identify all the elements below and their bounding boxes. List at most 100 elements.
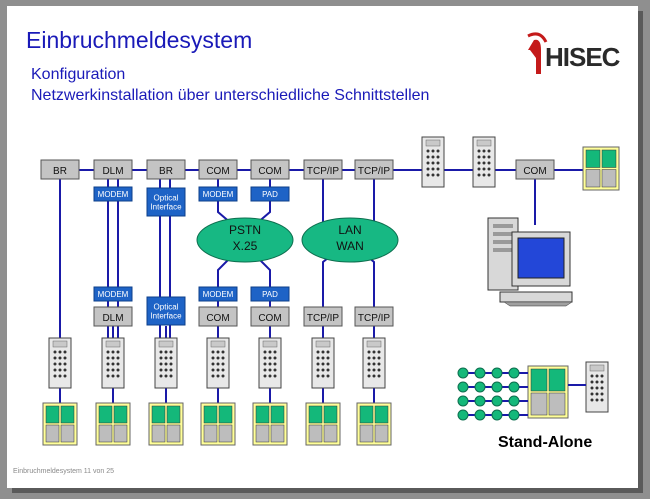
network-cloud-label: X.25 <box>233 239 258 253</box>
keypad-key <box>590 392 594 396</box>
keypad-display <box>158 340 174 348</box>
keypad-key <box>268 368 272 372</box>
keypad-key <box>590 380 594 384</box>
detector <box>474 409 486 421</box>
panel-tile <box>270 405 285 424</box>
keypad-key <box>426 173 430 177</box>
panel-tile <box>60 405 75 424</box>
keypad-key <box>159 368 163 372</box>
keypad-key <box>216 362 220 366</box>
keypad-key <box>426 149 430 153</box>
panel-tile <box>359 424 374 443</box>
bottom-box <box>250 306 290 327</box>
keypad-key <box>111 356 115 360</box>
panel-tile <box>255 424 270 443</box>
keyboard <box>499 291 573 303</box>
monitor-screen <box>517 237 565 279</box>
keyboard-edge <box>503 301 573 307</box>
keypad-key <box>477 149 481 153</box>
keypad-key <box>436 149 440 153</box>
panel-tile <box>601 149 617 168</box>
top-box-label: DLM <box>102 166 123 177</box>
panel-tile <box>530 368 548 392</box>
keypad-key <box>372 350 376 354</box>
keypad-key <box>477 173 481 177</box>
keypad-key <box>482 173 486 177</box>
keypad-key <box>111 374 115 378</box>
keypad-key <box>487 155 491 159</box>
keypad-key <box>106 350 110 354</box>
slide-title: Einbruchmeldesystem <box>26 27 253 53</box>
keypad-display <box>589 364 605 372</box>
keypad-key <box>268 356 272 360</box>
detector <box>508 367 520 379</box>
keypad-key <box>268 374 272 378</box>
keypad-key <box>321 350 325 354</box>
keypad-key <box>316 362 320 366</box>
keypad-key <box>600 398 604 402</box>
keypad-key <box>426 161 430 165</box>
keypad-key <box>53 374 57 378</box>
panel-tile <box>270 424 285 443</box>
subtitle-configuration: Konfiguration <box>31 66 126 83</box>
keypad-key <box>263 374 267 378</box>
keypad-key <box>436 161 440 165</box>
keypad-key <box>116 374 120 378</box>
keypad-key <box>600 374 604 378</box>
keypad-key <box>595 386 599 390</box>
keypad-display <box>476 139 492 147</box>
keypad-key <box>590 398 594 402</box>
keypad-key <box>116 368 120 372</box>
bottom-box-label: TCP/IP <box>358 313 391 324</box>
bottom-box <box>93 306 133 327</box>
keypad-key <box>377 362 381 366</box>
panel-tile <box>585 149 601 168</box>
detector <box>491 367 503 379</box>
panel-tile <box>98 424 113 443</box>
top-box <box>250 159 290 180</box>
keypad-key <box>221 362 225 366</box>
detector <box>457 381 469 393</box>
modem-adapter-label: MODEM <box>203 290 234 299</box>
keypad-key <box>477 167 481 171</box>
pad-adapter <box>250 286 290 302</box>
keypad-display <box>366 340 382 348</box>
keypad-key <box>169 368 173 372</box>
panel-tile <box>98 405 113 424</box>
subtitle-network: Netzwerkinstallation über unterschiedlic… <box>31 87 430 104</box>
keypad-key <box>116 356 120 360</box>
keypad-key <box>477 161 481 165</box>
keypad-key <box>477 155 481 159</box>
keypad-key <box>482 155 486 159</box>
keypad-key <box>482 149 486 153</box>
drive-bay <box>493 248 513 252</box>
detector <box>508 381 520 393</box>
drive-bay <box>493 232 513 236</box>
keypad-key <box>321 362 325 366</box>
keypad-key <box>221 356 225 360</box>
keypad-key <box>431 149 435 153</box>
keypad-key <box>326 356 330 360</box>
keypad-key <box>326 368 330 372</box>
panel-tile <box>45 424 60 443</box>
optical-interface-adapter <box>146 187 186 217</box>
keypad-key <box>321 374 325 378</box>
network-cloud-label: PSTN <box>229 223 261 237</box>
keypad-key <box>273 362 277 366</box>
keypad-key <box>595 398 599 402</box>
keypad-key <box>164 368 168 372</box>
keypad-key <box>367 368 371 372</box>
top-box-label: COM <box>258 166 281 177</box>
panel-tile <box>151 424 166 443</box>
keypad-key <box>211 362 215 366</box>
keypad-key <box>63 374 67 378</box>
keypad-key <box>316 374 320 378</box>
keypad-key <box>377 350 381 354</box>
network-cloud-label: LAN <box>338 223 361 237</box>
keypad-key <box>211 374 215 378</box>
keypad-key <box>263 362 267 366</box>
top-box-label: BR <box>159 166 173 177</box>
keypad-key <box>221 374 225 378</box>
